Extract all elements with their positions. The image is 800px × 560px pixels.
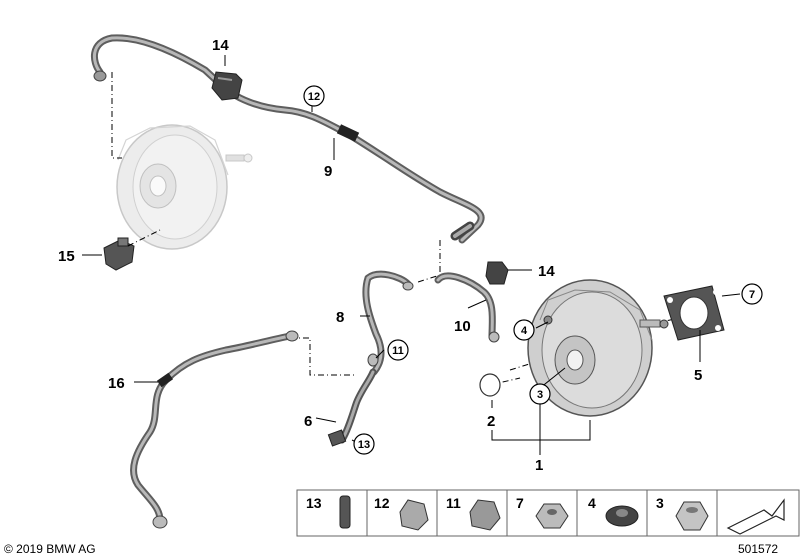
- sensor-6: [327, 368, 377, 447]
- strip-label-12: 12: [374, 495, 390, 511]
- strip-cell-3: 3: [656, 495, 709, 531]
- strip-label-11: 11: [446, 495, 461, 511]
- direction-arrow-icon: [726, 498, 785, 535]
- strip-cell-7: 7: [516, 495, 569, 529]
- vacuum-hose-10: [434, 272, 500, 343]
- strip-label-4: 4: [588, 495, 596, 511]
- strip-cell-arrow: [726, 498, 785, 535]
- strip-label-3: 3: [656, 495, 664, 511]
- hose-clip-icon: [399, 499, 429, 531]
- strip-label-7: 7: [516, 495, 524, 511]
- document-number: 501572: [738, 542, 779, 556]
- callout-7-circled: 7: [741, 283, 763, 305]
- callout-leaders: [82, 55, 741, 455]
- callout-3-circled: 3: [529, 383, 551, 405]
- brake-booster-1: [527, 279, 669, 417]
- strip-cell-12: 12: [374, 495, 429, 531]
- parts-strip: 13 12 11 7 4 3: [296, 489, 800, 537]
- callout-11: 11: [392, 345, 404, 357]
- brake-booster-reference: [116, 124, 253, 250]
- sensor-15: [103, 237, 135, 271]
- copyright-text: © 2019 BMW AG: [4, 542, 96, 556]
- o-ring-2: [479, 373, 501, 397]
- callout-14-top: 14: [212, 37, 229, 54]
- vacuum-hose-8: [362, 270, 414, 376]
- callout-3: 3: [537, 389, 543, 401]
- hose-piece-icon: [339, 495, 351, 529]
- gasket-5: [663, 285, 725, 341]
- callout-8: 8: [336, 309, 344, 326]
- callout-5: 5: [694, 367, 702, 384]
- callout-2: 2: [487, 413, 495, 430]
- callout-9: 9: [324, 163, 332, 180]
- callout-7: 7: [749, 289, 755, 301]
- callout-11-circled: 11: [387, 339, 409, 361]
- callout-14-middle: 14: [538, 263, 555, 280]
- clip-14-middle: [485, 261, 509, 285]
- flange-nut-icon: [535, 503, 569, 529]
- strip-cell-13: 13: [306, 495, 351, 529]
- double-clip-icon: [469, 499, 501, 531]
- callout-13-circled: 13: [353, 433, 375, 455]
- vacuum-hose-9: [90, 34, 485, 244]
- callout-13: 13: [358, 439, 370, 451]
- clip-14-top: [211, 71, 243, 101]
- callout-1: 1: [535, 457, 543, 474]
- callout-10: 10: [454, 318, 471, 335]
- callout-12-circled: 12: [303, 85, 325, 107]
- callout-15: 15: [58, 248, 75, 265]
- callout-4: 4: [521, 325, 528, 337]
- strip-label-13: 13: [306, 495, 322, 511]
- vacuum-hose-16: [130, 330, 299, 529]
- callout-4-circled: 4: [513, 319, 535, 341]
- strip-cell-4: 4: [588, 495, 639, 527]
- callout-12: 12: [308, 91, 320, 103]
- strip-cell-11: 11: [446, 495, 501, 531]
- callout-16: 16: [108, 375, 125, 392]
- callout-6: 6: [304, 413, 312, 430]
- hex-nut-icon: [675, 501, 709, 531]
